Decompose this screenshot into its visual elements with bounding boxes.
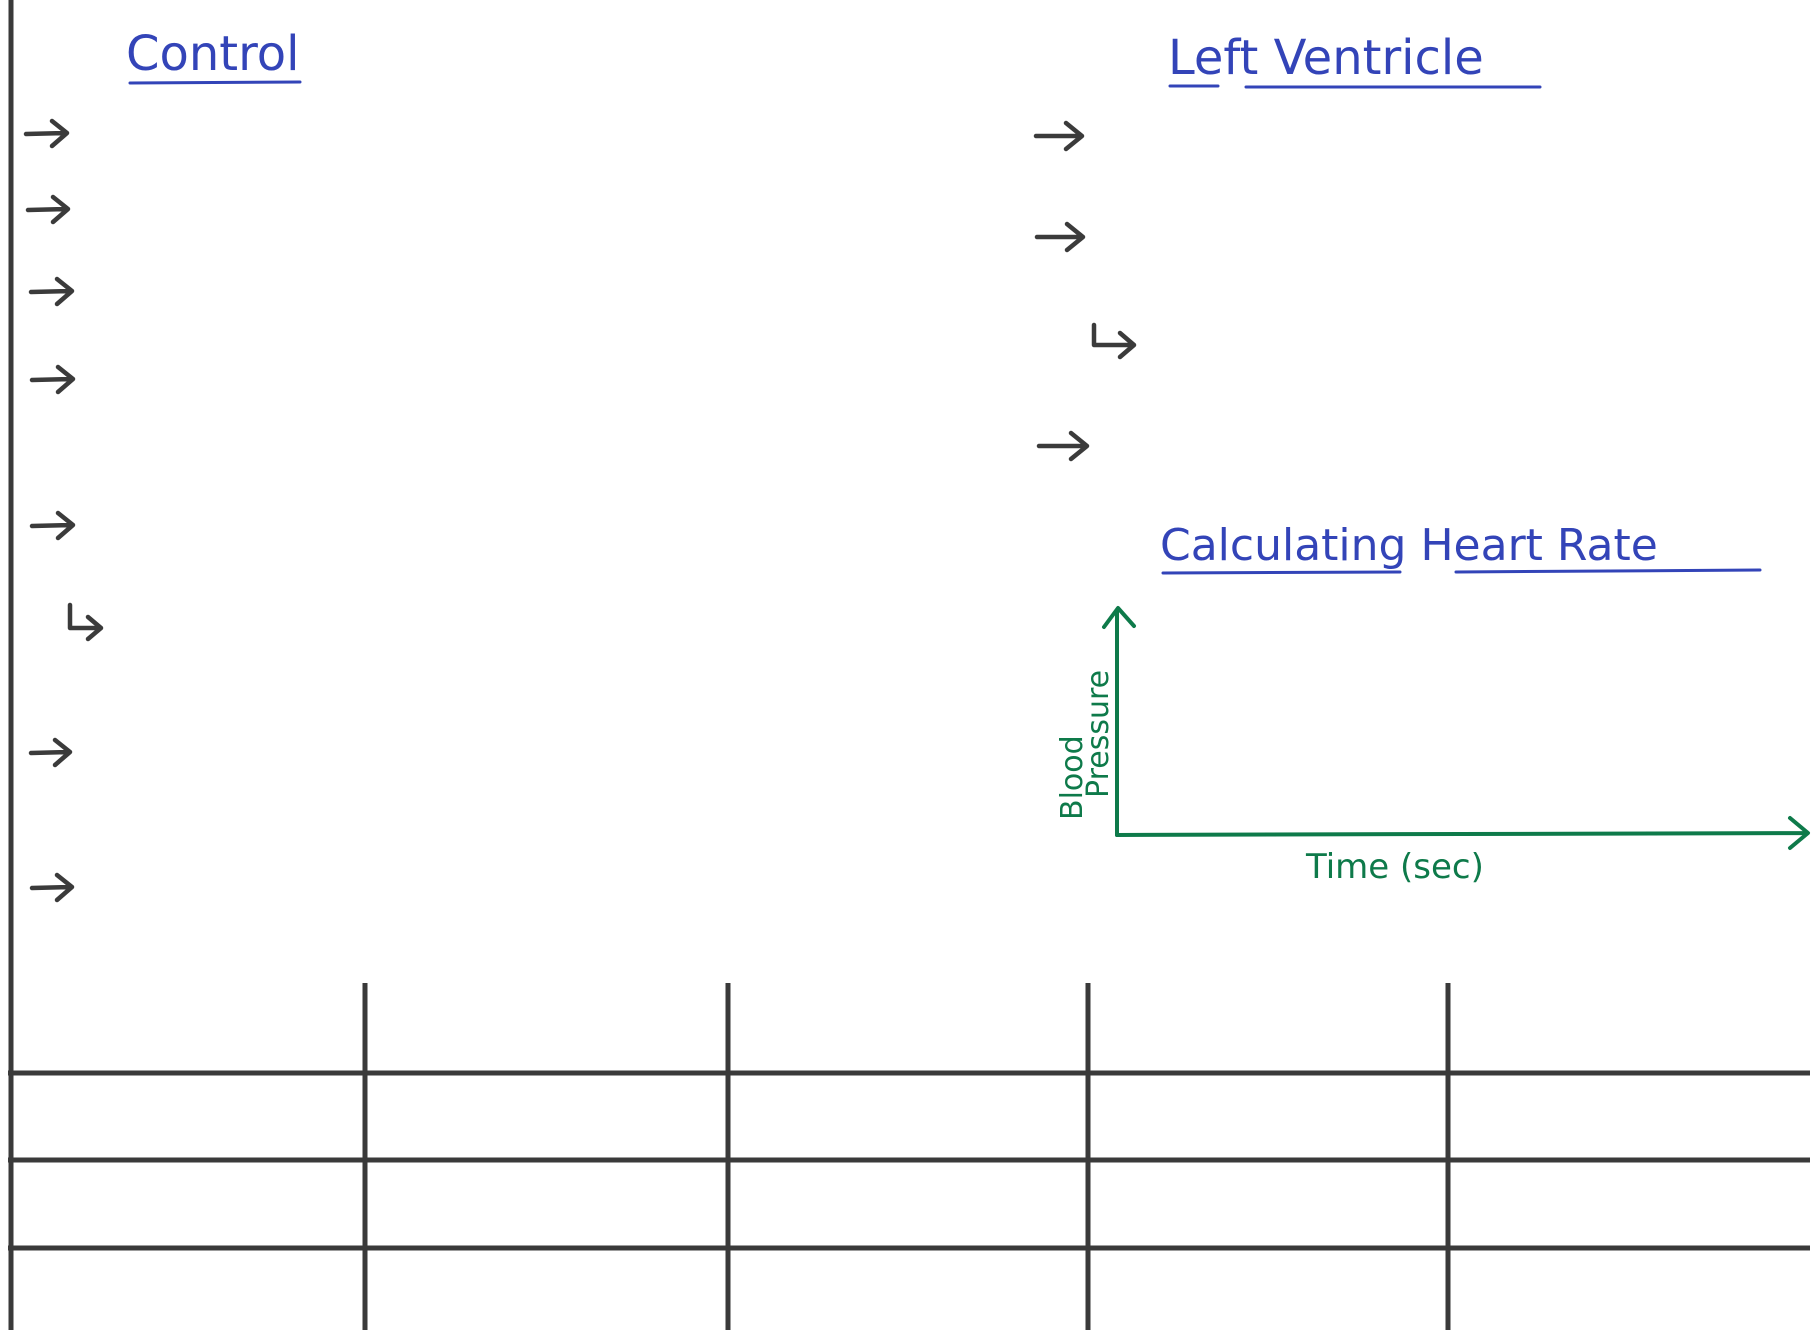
right-arrow-icon [29,510,76,541]
heading-control: Control [126,26,300,82]
results-table [8,983,1810,1330]
heading-heart-rate-underline-b [1454,568,1762,574]
graph-ylabel-line2: Pressure [1081,670,1116,798]
right-arrow-icon [28,276,75,307]
graph-x-axis-label: Time (sec) [1305,847,1484,887]
heading-control-underline [128,80,302,85]
right-arrow-icon [28,737,73,768]
right-arrow-icon [29,872,75,903]
graph-axes [1102,606,1810,850]
right-arrow-icon [1036,430,1090,462]
right-arrow-icon [29,364,76,395]
graph-ylabel-line1: Blood [1055,735,1090,820]
heading-calculating-heart-rate: Calculating Heart Rate [1160,520,1658,571]
graph-y-axis [1102,606,1136,837]
corner-arrow-icon [67,602,104,642]
right-arrow-icon [25,194,71,225]
right-arrow-icon [1033,120,1085,152]
heading-heart-rate-underline-a [1161,570,1402,575]
heading-left-ventricle: Left Ventricle [1168,30,1484,86]
graph-y-axis-label: Blood Pressure [1055,670,1116,820]
right-arrow-icon [23,118,70,149]
corner-arrow-icon [1091,322,1137,360]
right-arrow-icon [1034,221,1086,253]
graph-x-axis [1115,816,1810,850]
